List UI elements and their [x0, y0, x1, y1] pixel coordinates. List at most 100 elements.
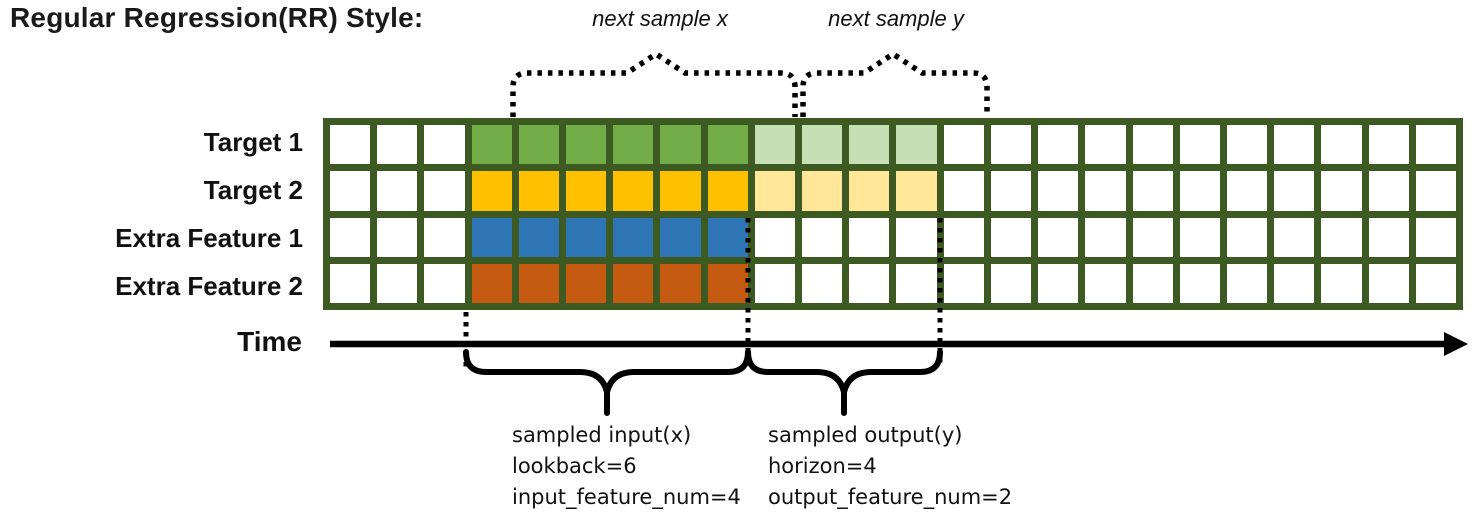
grid-cell-input [660, 125, 701, 165]
grid-cell-empty [943, 217, 984, 257]
grid-cell-input [518, 263, 560, 303]
grid-cell-empty [1274, 263, 1315, 303]
grid-cell-empty [1132, 217, 1173, 257]
grid-cell-empty [990, 263, 1032, 303]
grid-cell-empty [1179, 217, 1220, 257]
grid-cell-empty [849, 217, 890, 257]
grid-cell-empty [802, 263, 843, 303]
grid-cell-empty [424, 171, 465, 211]
grid-cell-input [471, 263, 512, 303]
output-feature-num-value: output_feature_num=2 [768, 485, 1013, 509]
grid-cell-empty [1085, 125, 1126, 165]
grid-cell-output [896, 125, 937, 165]
grid-cell-input [707, 217, 748, 257]
sampled-output-brace [745, 349, 943, 416]
grid-cell-output [896, 171, 937, 211]
grid-cell-empty [754, 263, 796, 303]
grid-cell-empty [1179, 171, 1220, 211]
grid-cell-input [660, 217, 701, 257]
time-axis-label: Time [237, 326, 302, 357]
grid-cell-empty [330, 217, 371, 257]
grid-cell-empty [1415, 217, 1456, 257]
grid-cell-empty [1321, 171, 1362, 211]
grid-cell-empty [330, 263, 371, 303]
grid-cell-empty [990, 171, 1032, 211]
grid-cell-empty [1274, 171, 1315, 211]
timeseries-grid [323, 118, 1463, 310]
grid-cell-empty [990, 217, 1032, 257]
grid-cell-empty [1226, 263, 1268, 303]
grid-cell-empty [377, 263, 418, 303]
grid-cell-empty [1038, 217, 1079, 257]
grid-cell-empty [1226, 125, 1268, 165]
sampled-output-title: sampled output(y) [768, 423, 963, 447]
grid-cell-empty [896, 263, 937, 303]
time-axis-arrowhead [1444, 332, 1468, 356]
grid-cell-input [660, 263, 701, 303]
grid-cell-input [613, 125, 654, 165]
row-label-extra-feature-3: Extra Feature 1 [115, 222, 303, 253]
sampled-output-annotation: sampled output(y) horizon=4 output_featu… [768, 420, 1012, 513]
row-label-extra-feature-4: Extra Feature 2 [115, 270, 303, 301]
grid-cell-empty [849, 263, 890, 303]
grid-cell-input [707, 171, 748, 211]
grid-cell-empty [1226, 171, 1268, 211]
grid-cell-output [802, 125, 843, 165]
grid-cell-empty [1038, 263, 1079, 303]
grid-cell-empty [424, 217, 465, 257]
grid-cell-input [566, 125, 607, 165]
grid-cell-output [849, 125, 890, 165]
grid-cell-input [471, 217, 512, 257]
grid-cell-input [707, 263, 748, 303]
grid-cell-empty [754, 217, 796, 257]
grid-cell-input [613, 263, 654, 303]
grid-cell-input [613, 217, 654, 257]
grid-cell-empty [943, 125, 984, 165]
grid-cell-empty [1321, 217, 1362, 257]
grid-cell-empty [1226, 217, 1268, 257]
grid-cell-input [566, 263, 607, 303]
grid-cell-input [660, 171, 701, 211]
grid-cell-output [754, 125, 796, 165]
grid-cell-empty [1415, 171, 1456, 211]
grid-cell-output [849, 171, 890, 211]
next-sample-y-brace [800, 50, 990, 117]
grid-cell-empty [1321, 125, 1362, 165]
row-label-target-1: Target 1 [203, 126, 303, 157]
grid-cell-input [518, 171, 560, 211]
grid-cell-input [613, 171, 654, 211]
grid-cell-input [471, 125, 512, 165]
lookback-value: lookback=6 [512, 454, 637, 478]
grid-cell-empty [330, 171, 371, 211]
page-title: Regular Regression(RR) Style: [10, 2, 424, 33]
grid-cell-empty [943, 263, 984, 303]
grid-cell-input [471, 171, 512, 211]
grid-cell-empty [1085, 171, 1126, 211]
grid-cell-empty [802, 217, 843, 257]
grid-cell-empty [1132, 171, 1173, 211]
input-feature-num-value: input_feature_num=4 [512, 485, 741, 509]
grid-cell-empty [330, 125, 371, 165]
grid-cell-empty [424, 125, 465, 165]
next-sample-x-brace [510, 50, 798, 117]
grid-cell-empty [1132, 263, 1173, 303]
next-sample-x-label: next sample x [592, 6, 728, 31]
grid-cell-empty [377, 125, 418, 165]
grid-cell-empty [1085, 263, 1126, 303]
sampled-input-annotation: sampled input(x) lookback=6 input_featur… [512, 420, 741, 513]
grid-cell-empty [1368, 125, 1409, 165]
row-labels: Target 1 Target 2 Extra Feature 1 Extra Fea… [0, 118, 313, 310]
sampled-input-brace [463, 349, 751, 416]
row-label-target-2: Target 2 [203, 174, 303, 205]
grid-cell-empty [1038, 171, 1079, 211]
next-sample-y-label: next sample y [828, 6, 964, 31]
grid-cell-input [566, 171, 607, 211]
grid-cell-empty [1179, 125, 1220, 165]
grid-cell-empty [1038, 125, 1079, 165]
sampled-input-title: sampled input(x) [512, 423, 692, 447]
grid-cell-empty [424, 263, 465, 303]
grid-cell-empty [1368, 217, 1409, 257]
grid-cell-empty [1132, 125, 1173, 165]
grid-cell-empty [1368, 171, 1409, 211]
